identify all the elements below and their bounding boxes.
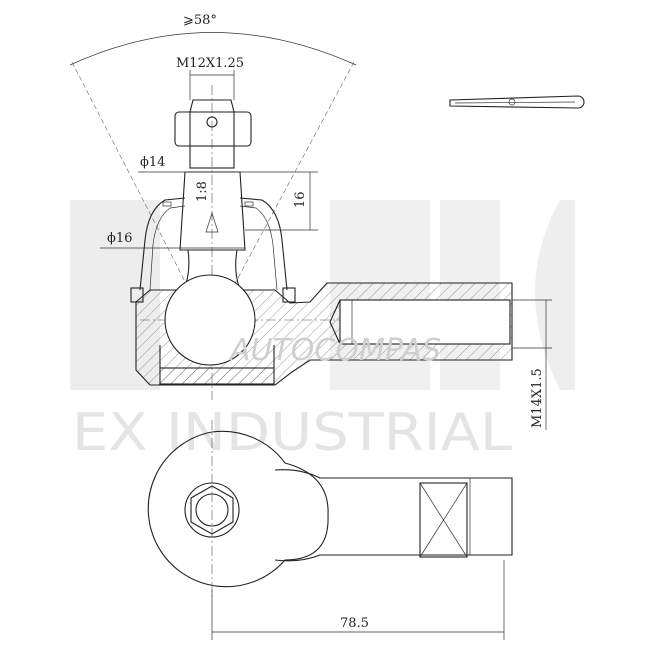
inner-thread-label: M14X1.5 (530, 368, 545, 428)
angle-label: ⩾58° (183, 13, 217, 28)
taper-dimensions: ϕ14 16 1:8 ϕ16 M14X1.5 (100, 155, 552, 430)
housing-section (135, 274, 513, 386)
length-label: 78.5 (340, 616, 369, 631)
taper-length-label: 16 (293, 191, 308, 208)
dust-boot (130, 197, 296, 303)
angle-dimension: ⩾58° (69, 13, 357, 331)
diameter-16-label: ϕ16 (107, 231, 132, 246)
watermark-brand: AUTOCOMPAS (228, 333, 441, 368)
stud-thread-dimension: M12X1.25 (176, 56, 244, 100)
watermark-company: EX INDUSTRIAL (72, 403, 512, 463)
castle-nut (174, 99, 252, 301)
length-dimension: 78.5 (211, 560, 505, 640)
diameter-14-label: ϕ14 (140, 155, 165, 170)
top-view (147, 420, 513, 600)
taper-label: 1:8 (195, 181, 210, 202)
cotter-pin (449, 95, 585, 109)
stud-thread-label: M12X1.25 (176, 56, 244, 71)
